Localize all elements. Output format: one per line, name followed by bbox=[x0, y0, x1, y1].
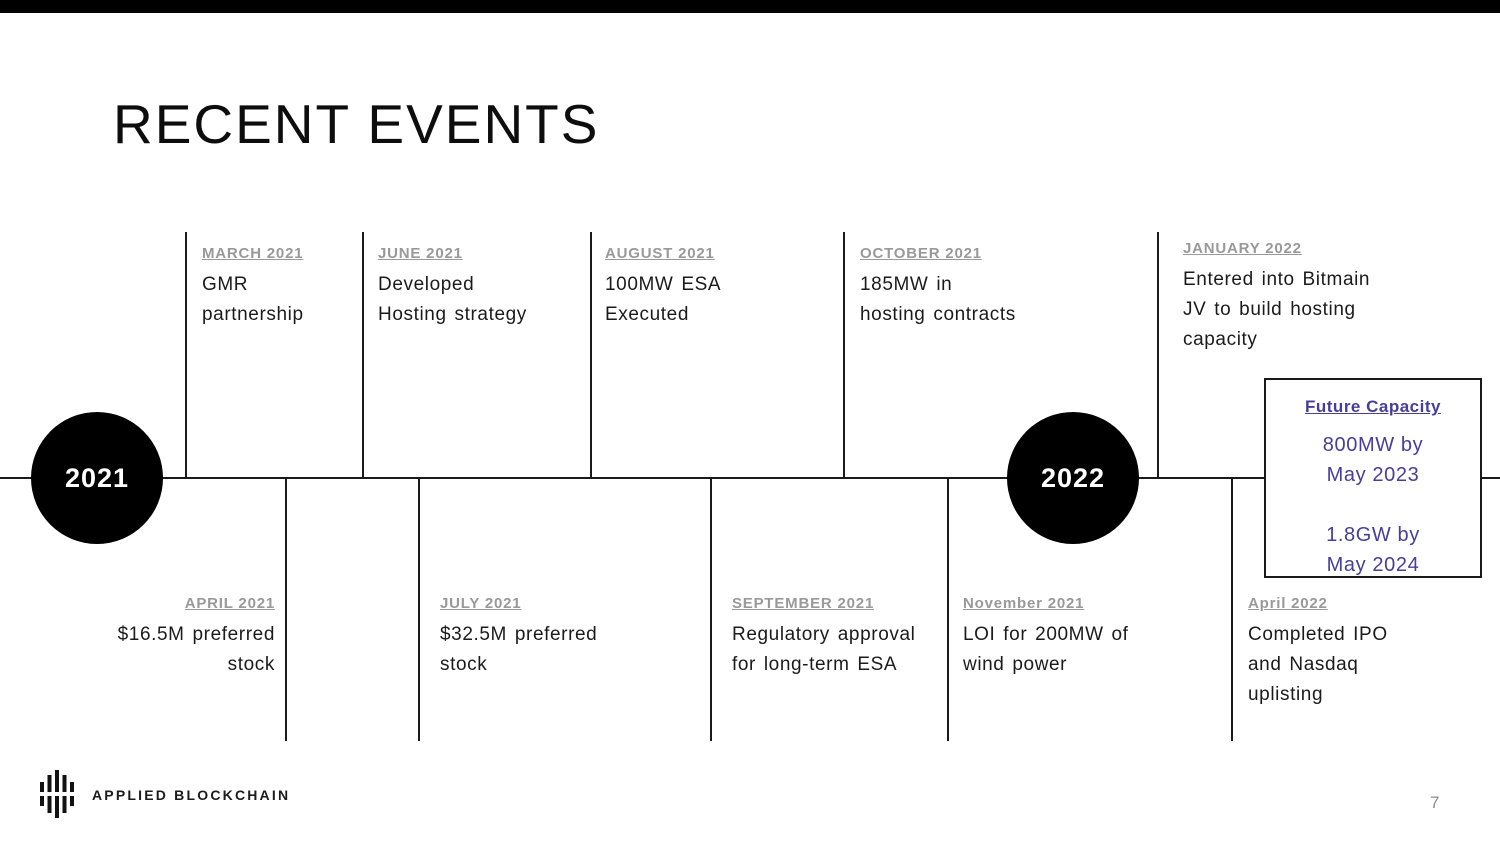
event-description: Entered into Bitmain JV to build hosting… bbox=[1183, 269, 1371, 350]
future-capacity-item: 1.8GW by May 2024 bbox=[1326, 524, 1420, 576]
event-description: GMR partnership bbox=[202, 274, 304, 325]
top-accent-bar bbox=[0, 0, 1500, 13]
event-description: $16.5M preferred stock bbox=[117, 624, 275, 675]
timeline-tick-march bbox=[185, 232, 187, 478]
timeline-axis bbox=[0, 477, 1500, 479]
timeline-tick-september bbox=[710, 478, 712, 741]
timeline-tick-april-2022 bbox=[1231, 478, 1233, 741]
page-number: 7 bbox=[1430, 793, 1440, 812]
event-date: AUGUST 2021 bbox=[605, 245, 715, 262]
future-capacity-box: Future Capacity 800MW by May 2023 1.8GW … bbox=[1264, 378, 1482, 578]
year-marker-2022: 2022 bbox=[1007, 412, 1139, 544]
event-description: Regulatory approval for long-term ESA bbox=[732, 624, 916, 675]
event-september-2021: SEPTEMBER 2021 Regulatory approval for l… bbox=[732, 595, 952, 680]
timeline-tick-april-2021 bbox=[285, 478, 287, 741]
event-october-2021: OCTOBER 2021 185MW in hosting contracts bbox=[860, 245, 1085, 330]
event-date: MARCH 2021 bbox=[202, 245, 304, 262]
timeline-tick-november bbox=[947, 478, 949, 741]
event-april-2022: April 2022 Completed IPO and Nasdaq upli… bbox=[1248, 595, 1438, 710]
event-description: $32.5M preferred stock bbox=[440, 624, 598, 675]
event-description: 185MW in hosting contracts bbox=[860, 274, 1016, 325]
footer-brand: APPLIED BLOCKCHAIN bbox=[40, 770, 290, 820]
event-date: November 2021 bbox=[963, 595, 1085, 612]
event-august-2021: AUGUST 2021 100MW ESA Executed bbox=[605, 245, 815, 330]
event-november-2021: November 2021 LOI for 200MW of wind powe… bbox=[963, 595, 1183, 680]
event-date: JULY 2021 bbox=[440, 595, 522, 612]
timeline-tick-october bbox=[843, 232, 845, 478]
event-march-2021: MARCH 2021 GMR partnership bbox=[202, 245, 362, 330]
event-date: April 2022 bbox=[1248, 595, 1328, 612]
timeline-tick-august bbox=[590, 232, 592, 478]
event-description: LOI for 200MW of wind power bbox=[963, 624, 1129, 675]
event-date: OCTOBER 2021 bbox=[860, 245, 982, 262]
future-capacity-item: 800MW by May 2023 bbox=[1322, 434, 1424, 486]
event-july-2021: JULY 2021 $32.5M preferred stock bbox=[440, 595, 650, 680]
event-date: JUNE 2021 bbox=[378, 245, 463, 262]
event-june-2021: JUNE 2021 Developed Hosting strategy bbox=[378, 245, 583, 330]
event-description: Completed IPO and Nasdaq uplisting bbox=[1248, 624, 1388, 705]
year-label: 2021 bbox=[64, 462, 130, 493]
year-marker-2021: 2021 bbox=[31, 412, 163, 544]
brand-name: APPLIED BLOCKCHAIN bbox=[92, 787, 291, 803]
year-label: 2022 bbox=[1040, 462, 1106, 493]
timeline-tick-june bbox=[362, 232, 364, 478]
applied-blockchain-logo-icon bbox=[40, 770, 74, 818]
event-january-2022: JANUARY 2022 Entered into Bitmain JV to … bbox=[1183, 240, 1418, 355]
event-date: SEPTEMBER 2021 bbox=[732, 595, 875, 612]
future-capacity-title: Future Capacity bbox=[1305, 397, 1441, 416]
event-date: JANUARY 2022 bbox=[1183, 240, 1302, 257]
timeline-tick-july bbox=[418, 478, 420, 741]
event-april-2021: APRIL 2021 $16.5M preferred stock bbox=[65, 595, 275, 680]
timeline-tick-january bbox=[1157, 232, 1159, 478]
event-description: Developed Hosting strategy bbox=[378, 274, 527, 325]
page-title: RECENT EVENTS bbox=[113, 93, 600, 155]
event-description: 100MW ESA Executed bbox=[605, 274, 722, 325]
event-date: APRIL 2021 bbox=[184, 595, 275, 612]
